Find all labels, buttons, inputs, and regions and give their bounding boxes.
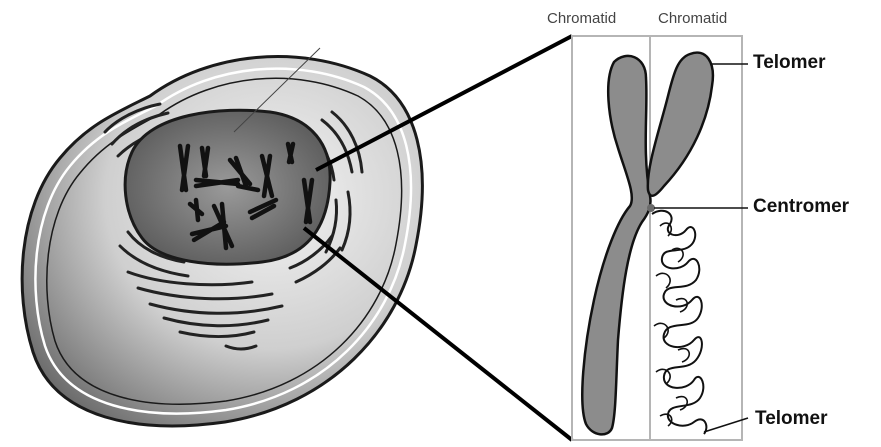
chromosome [582,53,713,435]
centromer-label: Centromer [753,196,849,218]
chromatid-left-shape [582,56,650,434]
chromatid-right-label: Chromatid [658,10,727,27]
centromere-dot [647,204,655,212]
coiled-dna [652,211,706,434]
telomer-top-label: Telomer [753,52,826,74]
telomer-bottom-label: Telomer [755,408,828,430]
chromatid-left-label: Chromatid [547,10,616,27]
chromatid-right-arm [648,53,713,196]
